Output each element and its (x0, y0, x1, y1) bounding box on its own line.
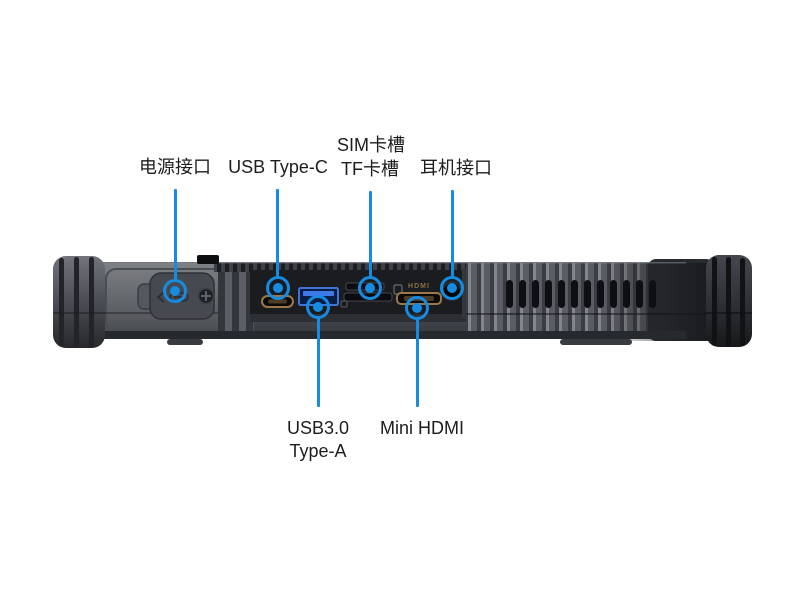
callout-line-usb-c (276, 189, 279, 278)
top-latch-tab (197, 255, 219, 264)
right-bumper (706, 255, 752, 347)
marker-dot (272, 283, 283, 293)
vent-grille (466, 259, 714, 341)
label-sim-slot: SIM卡槽 (336, 135, 406, 155)
label-headphone-jack: 耳机接口 (420, 158, 492, 178)
callout-marker-usb-c (265, 276, 290, 300)
label-usb3-line2: Type-A (289, 441, 347, 461)
knurled-lip (214, 263, 470, 272)
marker-dot (313, 302, 323, 312)
hinge-ribs (218, 265, 253, 335)
screw (197, 287, 215, 305)
right-foot (560, 339, 632, 345)
left-bumper (53, 256, 105, 348)
label-mini-hdmi: Mini HDMI (380, 418, 464, 438)
label-usb-type-c: USB Type-C (228, 157, 328, 177)
label-usb3-line1: USB3.0 (286, 418, 350, 438)
left-foot (167, 339, 203, 345)
usb-c-port (261, 295, 294, 308)
callout-marker-usb-a (306, 295, 330, 319)
callout-marker-headphone (440, 276, 464, 300)
callout-line-headphone (450, 190, 454, 278)
tf-card-icon (340, 300, 348, 308)
callout-marker-power (163, 279, 187, 303)
flap-chevron-icon (156, 291, 165, 303)
marker-dot (170, 286, 180, 296)
vent-slots (506, 280, 656, 308)
callout-line-usb-a (316, 317, 320, 407)
callout-marker-mini-hdmi (405, 296, 429, 320)
callout-line-power (173, 189, 177, 282)
device-body: HDMI (53, 255, 714, 345)
label-tf-slot: TF卡槽 (341, 159, 399, 179)
callout-line-mini-hdmi (415, 318, 419, 407)
marker-dot (365, 283, 375, 293)
marker-dot (447, 283, 457, 293)
marker-dot (412, 303, 422, 313)
hdmi-engraving: HDMI (408, 283, 430, 290)
callout-line-sim-tf (368, 191, 372, 278)
callout-marker-sim-tf (358, 276, 382, 300)
label-power-port: 电源接口 (139, 157, 211, 177)
